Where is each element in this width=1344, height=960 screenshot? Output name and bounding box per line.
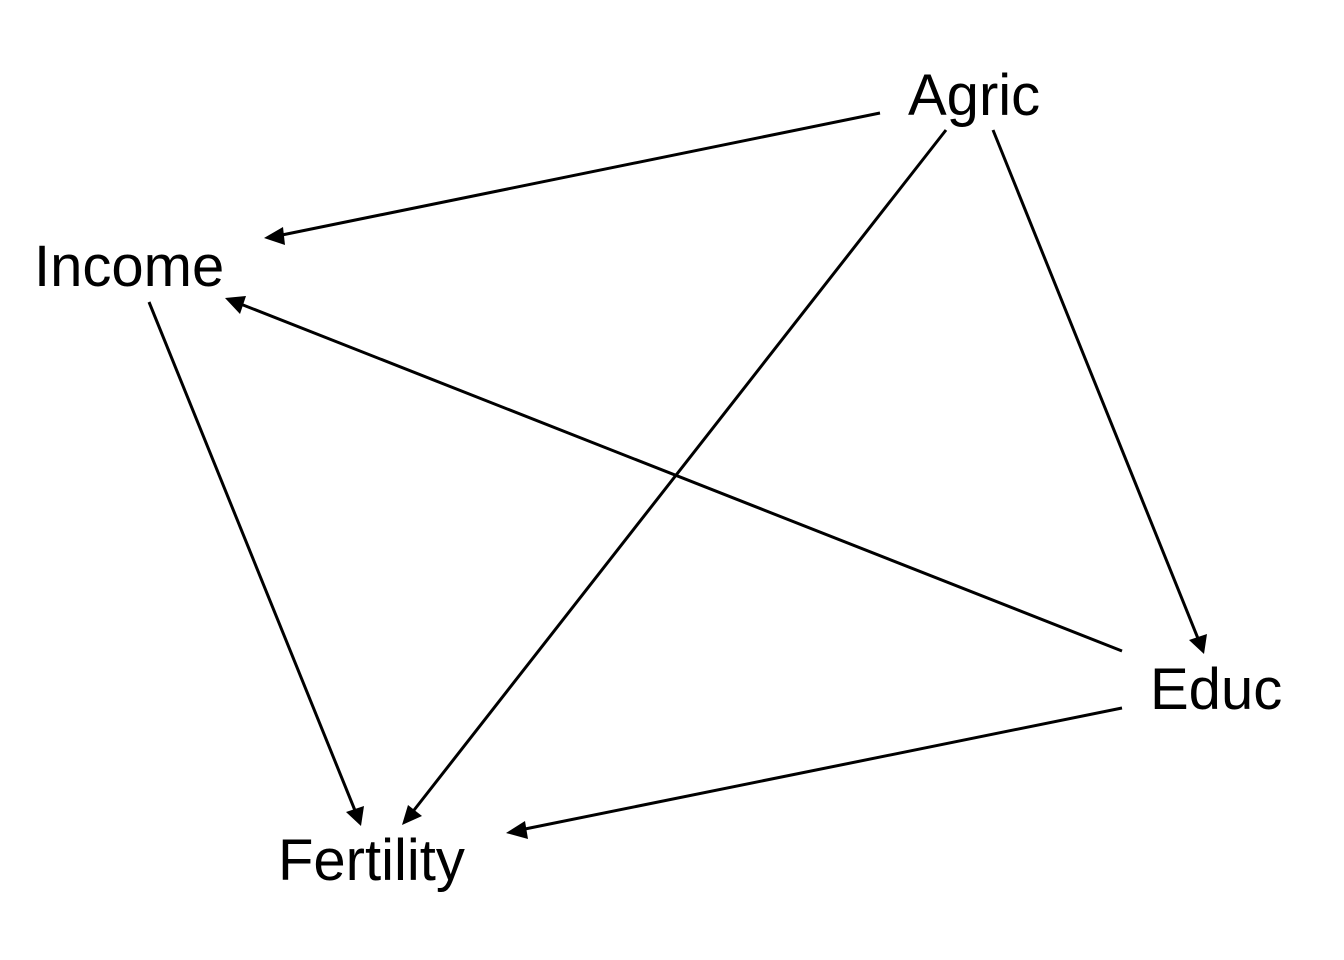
edges	[147, 111, 1207, 839]
edge-agric-to-income	[264, 111, 881, 245]
edge-educ-to-income	[225, 296, 1123, 653]
edge-agric-to-fertility	[402, 129, 948, 825]
arrowhead-icon	[346, 806, 364, 826]
node-fertility: Fertility	[278, 828, 465, 893]
arrowhead-icon	[264, 227, 285, 245]
arrowhead-icon	[1189, 634, 1207, 654]
arrowhead-icon	[506, 821, 528, 839]
node-educ: Educ	[1150, 657, 1282, 722]
edge-income-to-fertility	[147, 301, 364, 826]
node-agric: Agric	[908, 63, 1040, 128]
edge-agric-to-educ	[991, 129, 1207, 654]
edge-educ-to-fertility	[506, 706, 1123, 839]
arrowhead-icon	[402, 805, 422, 825]
node-income: Income	[34, 234, 224, 299]
nodes: Agric Income Educ Fertility	[34, 63, 1282, 893]
arrowhead-icon	[225, 296, 246, 314]
